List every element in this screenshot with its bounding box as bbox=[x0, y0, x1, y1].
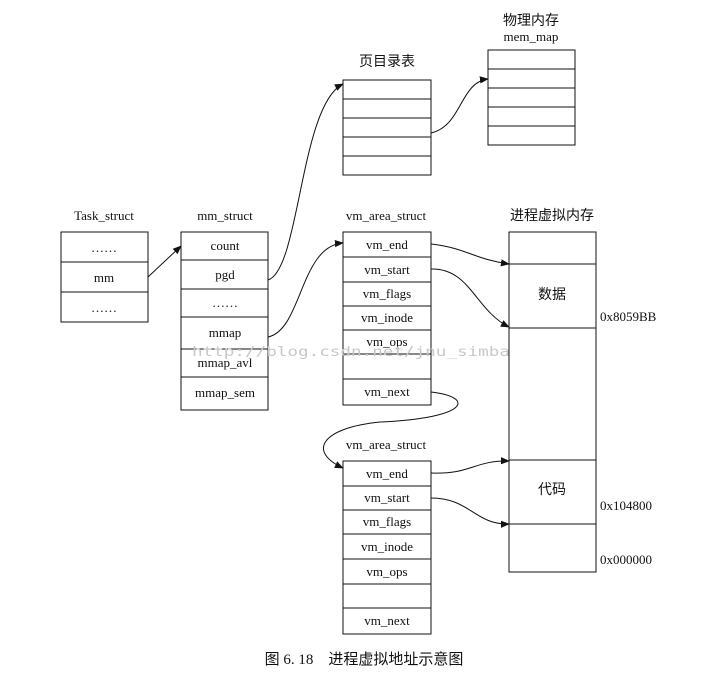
vm-area-1-cell: vm_flags bbox=[363, 286, 411, 301]
mm-to-mm-struct-arrow bbox=[147, 245, 182, 278]
watermark: http://blog.csdn.net/jnu_simba bbox=[192, 345, 510, 360]
mm-struct-cell: mmap_avl bbox=[198, 355, 253, 370]
figure-caption: 图 6. 18 进程虚拟地址示意图 bbox=[265, 650, 464, 668]
vm-start-to-code-bottom-arrow bbox=[430, 497, 510, 528]
address-label: 0x104800 bbox=[600, 498, 652, 513]
vm-area-struct-label-1: vm_area_struct bbox=[346, 208, 427, 223]
vm-area-1-cell: vm_start bbox=[364, 262, 410, 277]
data-segment-label: 数据 bbox=[538, 287, 566, 303]
vm-start-to-data-bottom-arrow bbox=[430, 268, 510, 328]
mm-struct-cell: pgd bbox=[215, 267, 235, 282]
page-dir-table bbox=[342, 79, 432, 176]
mm-struct-cell: mmap bbox=[209, 325, 242, 340]
physical-memory-label: 物理内存 bbox=[503, 13, 559, 29]
vm-area-1-cell: vm_inode bbox=[361, 310, 413, 325]
mem-map-table bbox=[487, 49, 576, 146]
page-dir-to-mem-map-arrow bbox=[430, 76, 489, 134]
mm-struct-cell: …… bbox=[212, 295, 238, 310]
vm-area-1-cell: vm_next bbox=[364, 384, 410, 399]
vm-area-struct-label-2: vm_area_struct bbox=[346, 437, 427, 452]
address-label: 0x8059BB bbox=[600, 309, 657, 324]
pgd-to-page-dir-arrow bbox=[267, 83, 344, 281]
mmap-to-vm-area-arrow bbox=[267, 239, 344, 338]
mm-struct-cell: count bbox=[211, 238, 240, 253]
task-struct-cell: mm bbox=[94, 270, 114, 285]
vm-area-2-cell: vm_next bbox=[364, 613, 410, 628]
code-segment-label: 代码 bbox=[538, 482, 566, 498]
page-dir-label: 页目录表 bbox=[359, 54, 415, 70]
vm-end-to-code-top-arrow bbox=[430, 457, 510, 474]
address-label: 0x000000 bbox=[600, 552, 652, 567]
vm-area-2-cell: vm_start bbox=[364, 490, 410, 505]
vm-end-to-data-top-arrow bbox=[430, 243, 510, 267]
mm-struct-cell: mmap_sem bbox=[195, 385, 255, 400]
vm-area-1-cell: vm_end bbox=[366, 237, 408, 252]
vm-area-struct-table-1: vm_end vm_start vm_flags vm_inode vm_ops… bbox=[342, 231, 432, 406]
vm-area-2-cell: vm_ops bbox=[366, 564, 407, 579]
vm-next-to-next-vm-area-arrow bbox=[323, 391, 459, 469]
mem-map-label: mem_map bbox=[504, 29, 559, 44]
vm-area-1-cell: vm_ops bbox=[366, 334, 407, 349]
task-struct-table: …… mm …… bbox=[60, 231, 149, 323]
process-vm-label: 进程虚拟内存 bbox=[510, 208, 594, 224]
vm-area-2-cell: vm_inode bbox=[361, 539, 413, 554]
mm-struct-table: count pgd …… mmap mmap_avl mmap_sem bbox=[180, 231, 269, 411]
connector-arrows bbox=[147, 76, 510, 528]
vm-area-2-cell: vm_end bbox=[366, 466, 408, 481]
task-struct-cell: …… bbox=[91, 300, 117, 315]
task-struct-label: Task_struct bbox=[74, 208, 134, 223]
vm-area-struct-table-2: vm_end vm_start vm_flags vm_inode vm_ops… bbox=[342, 460, 432, 635]
process-vm-column: 数据 代码 0x8059BB 0x104800 0x000000 bbox=[508, 231, 657, 573]
vm-area-2-cell: vm_flags bbox=[363, 514, 411, 529]
mm-struct-label: mm_struct bbox=[197, 208, 253, 223]
task-struct-cell: …… bbox=[91, 240, 117, 255]
